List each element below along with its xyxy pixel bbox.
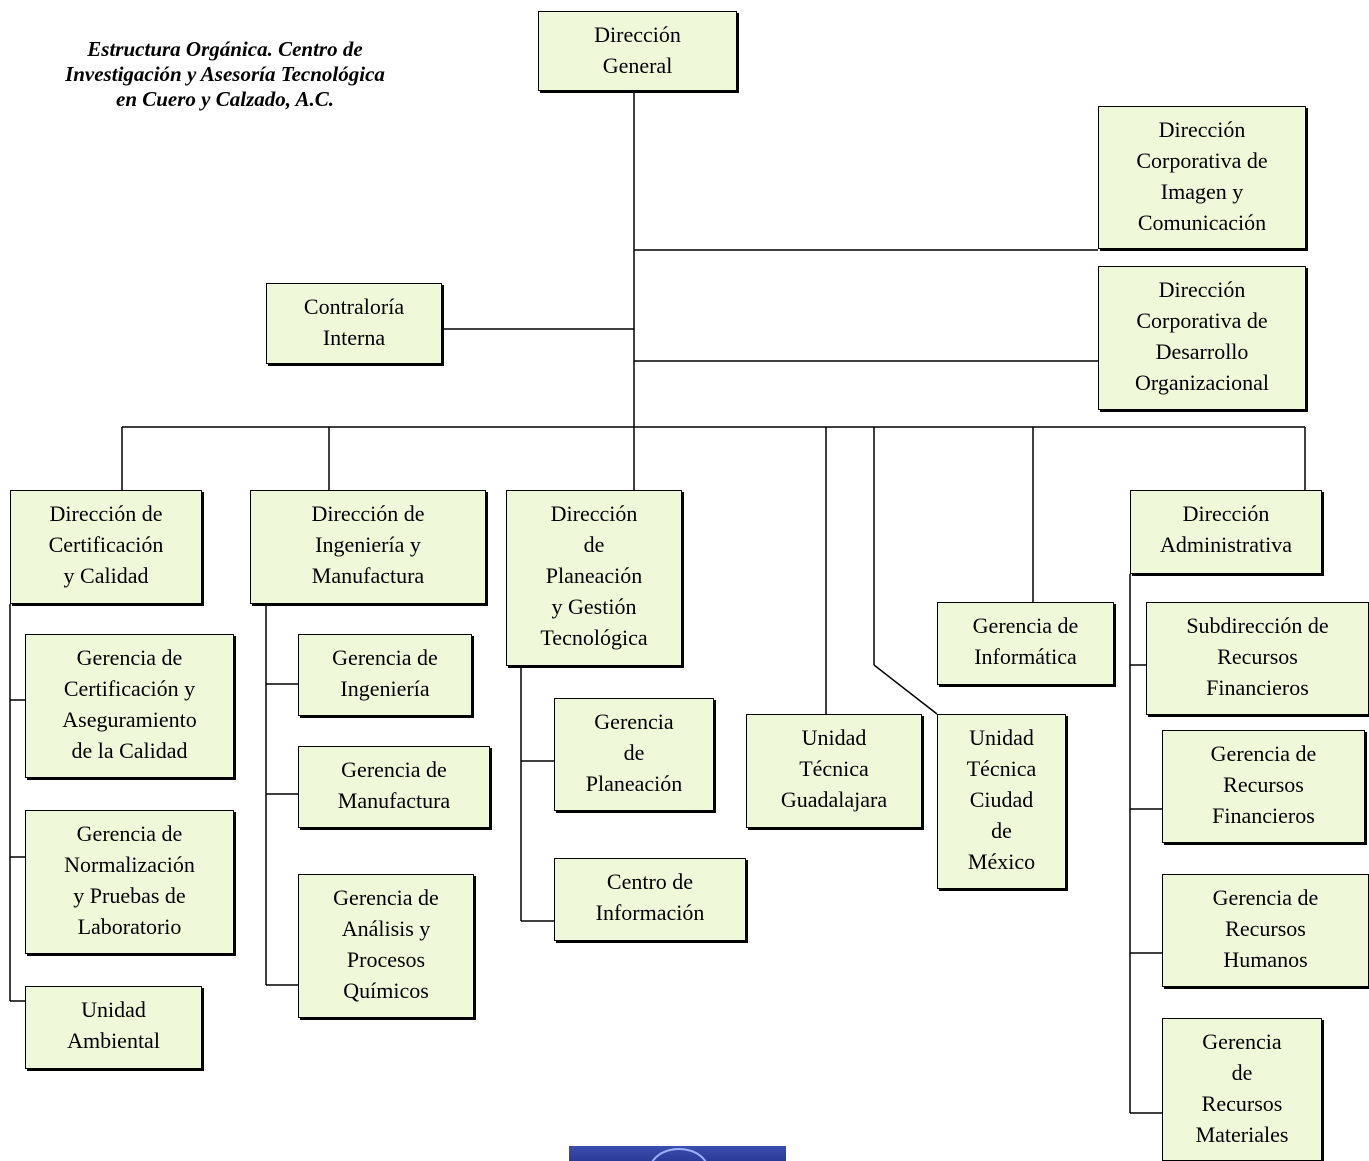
box-contraloria-interna: Contraloría Interna [266,283,442,364]
box-direccion-ingenieria: Dirección de Ingeniería y Manufactura [250,490,486,604]
box-unidad-tecnica-guadalajara: Unidad Técnica Guadalajara [746,714,922,828]
box-gerencia-normalizacion: Gerencia de Normalización y Pruebas de L… [25,810,234,954]
box-direccion-corporativa-desarrollo: Dirección Corporativa de Desarrollo Orga… [1098,266,1306,410]
box-direccion-planeacion: Dirección de Planeación y Gestión Tecnol… [506,490,682,666]
logo-image [569,1146,786,1161]
box-gerencia-planeacion: Gerencia de Planeación [554,698,714,811]
connector-line [873,664,938,715]
box-gerencia-recursos-materiales: Gerencia de Recursos Materiales [1162,1018,1322,1161]
box-direccion-general: Dirección General [538,11,737,91]
box-direccion-administrativa: Dirección Administrativa [1130,490,1322,574]
box-gerencia-recursos-financieros: Gerencia de Recursos Financieros [1162,730,1365,843]
box-gerencia-recursos-humanos: Gerencia de Recursos Humanos [1162,874,1369,987]
box-direccion-certificacion: Dirección de Certificación y Calidad [10,490,202,604]
box-subdireccion-recursos-financieros: Subdirección de Recursos Financieros [1146,602,1369,715]
chart-title: Estructura Orgánica. Centro de Investiga… [65,37,385,111]
box-unidad-tecnica-cdmx: Unidad Técnica Ciudad de México [937,714,1066,889]
box-centro-informacion: Centro de Información [554,858,746,941]
box-gerencia-manufactura: Gerencia de Manufactura [298,746,490,828]
box-unidad-ambiental: Unidad Ambiental [25,986,202,1069]
box-gerencia-informatica: Gerencia de Informática [937,602,1114,685]
box-gerencia-analisis: Gerencia de Análisis y Procesos Químicos [298,874,474,1018]
box-gerencia-certificacion: Gerencia de Certificación y Aseguramient… [25,634,234,778]
box-gerencia-ingenieria: Gerencia de Ingeniería [298,634,472,716]
box-direccion-corporativa-imagen: Dirección Corporativa de Imagen y Comuni… [1098,106,1306,249]
